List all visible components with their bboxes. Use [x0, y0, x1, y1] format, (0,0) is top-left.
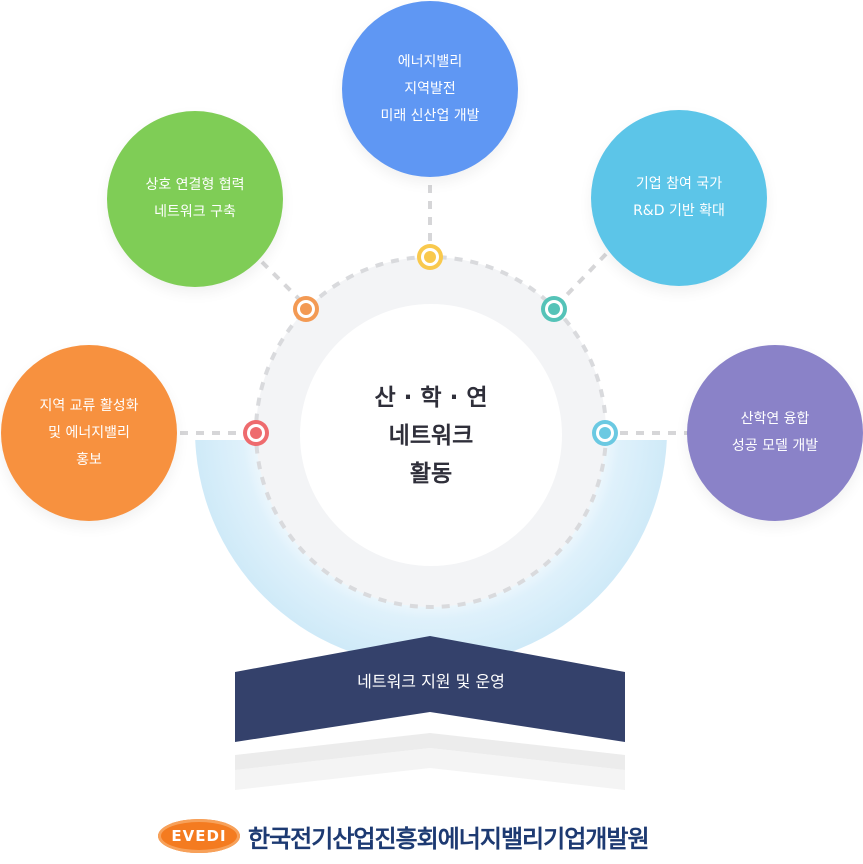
connector-upper-left	[260, 260, 302, 302]
node-upper-right: 기업 참여 국가 R&D 기반 확대	[591, 110, 767, 286]
banner-title: 네트워크 지원 및 운영	[357, 672, 505, 691]
center-label-text: 산 · 학 · 연 네트워크 활동	[374, 385, 488, 487]
evedi-logo: EVEDI	[158, 819, 240, 853]
node-left-label: 지역 교류 활성화 및 에너지밸리 홍보	[39, 397, 139, 468]
node-top-label: 에너지밸리 지역발전 미래 신산업 개발	[380, 53, 480, 124]
node-right: 산학연 융합 성공 모델 개발	[687, 345, 863, 521]
logo-text: EVEDI	[171, 827, 227, 845]
node-left: 지역 교류 활성화 및 에너지밸리 홍보	[1, 345, 177, 521]
dot-upper-left	[293, 296, 319, 322]
connector-upper-right	[558, 252, 608, 304]
node-upper-left-label: 상호 연결형 협력 네트워크 구축	[145, 177, 245, 220]
dot-left	[243, 420, 269, 446]
center-label: 산 · 학 · 연 네트워크 활동	[300, 305, 562, 567]
org-name: 한국전기산업진흥회에너지밸리기업개발원	[248, 824, 650, 853]
node-top: 에너지밸리 지역발전 미래 신산업 개발	[342, 1, 518, 177]
dot-top	[417, 244, 443, 270]
dot-right	[592, 420, 618, 446]
node-right-label: 산학연 융합 성공 모델 개발	[731, 411, 819, 454]
inner-disc	[300, 304, 562, 566]
footer: EVEDI 한국전기산업진흥회에너지밸리기업개발원	[158, 812, 650, 860]
banner-shadow-2	[235, 748, 625, 790]
node-upper-right-label: 기업 참여 국가 R&D 기반 확대	[633, 176, 725, 219]
banner-shadow-1	[235, 733, 625, 770]
banner-shape	[235, 636, 625, 742]
dot-upper-right	[541, 296, 567, 322]
node-upper-left: 상호 연결형 협력 네트워크 구축	[107, 111, 283, 287]
